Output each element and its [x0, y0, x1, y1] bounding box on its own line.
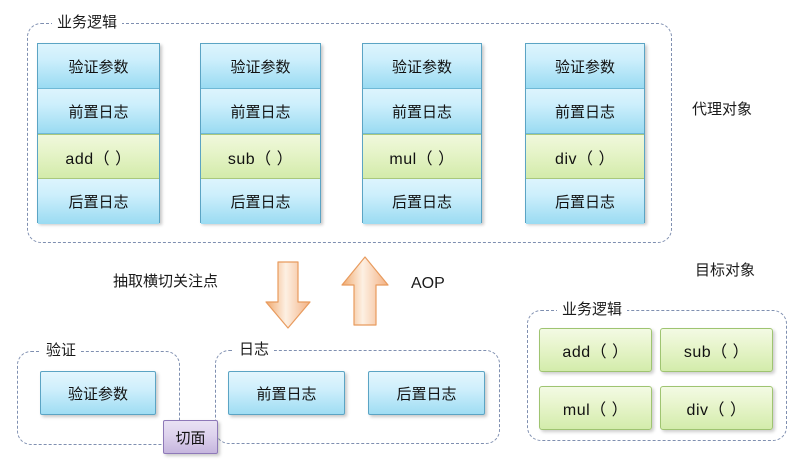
stack-cell-before-log: 前置日志: [38, 89, 159, 134]
aop-label: AOP: [411, 275, 445, 292]
proxy-object-group: [27, 23, 672, 243]
stack-cell-before-log: 前置日志: [201, 89, 320, 134]
stack-cell-validate: 验证参数: [201, 44, 320, 89]
stack-cell-method: div（ ）: [526, 134, 644, 179]
stack-cell-after-log: 后置日志: [38, 179, 159, 224]
stack-cell-method: add（ ）: [38, 134, 159, 179]
logging-group: [215, 350, 500, 444]
stack-cell-after-log: 后置日志: [201, 179, 320, 224]
aspect-chip-validate-params[interactable]: 验证参数: [40, 371, 156, 415]
stack-cell-after-log: 后置日志: [526, 179, 644, 224]
proxy-method-stack-add[interactable]: 验证参数 前置日志 add（ ） 后置日志: [37, 43, 160, 224]
target-business-logic-group: [527, 310, 787, 441]
aspect-badge[interactable]: 切面: [163, 420, 218, 454]
target-method-mul[interactable]: mul（ ）: [539, 386, 652, 430]
target-method-div[interactable]: div（ ）: [660, 386, 773, 430]
proxy-method-stack-mul[interactable]: 验证参数 前置日志 mul（ ） 后置日志: [362, 43, 482, 224]
aspect-chip-after-log[interactable]: 后置日志: [368, 371, 485, 415]
aspect-chip-before-log[interactable]: 前置日志: [228, 371, 345, 415]
up-arrow-icon: [340, 255, 392, 330]
proxy-method-stack-div[interactable]: 验证参数 前置日志 div（ ） 后置日志: [525, 43, 645, 224]
stack-cell-method: mul（ ）: [363, 134, 481, 179]
stack-cell-method: sub（ ）: [201, 134, 320, 179]
logging-group-label: 日志: [234, 342, 275, 358]
stack-cell-validate: 验证参数: [38, 44, 159, 89]
stack-cell-validate: 验证参数: [526, 44, 644, 89]
stack-cell-after-log: 后置日志: [363, 179, 481, 224]
stack-cell-before-log: 前置日志: [363, 89, 481, 134]
target-method-add[interactable]: add（ ）: [539, 328, 652, 372]
proxy-group-label: 业务逻辑: [52, 15, 123, 31]
stack-cell-validate: 验证参数: [363, 44, 481, 89]
proxy-object-side-label: 代理对象: [692, 101, 753, 118]
validation-group-label: 验证: [41, 343, 82, 359]
stack-cell-before-log: 前置日志: [526, 89, 644, 134]
target-group-label: 业务逻辑: [557, 302, 628, 318]
target-method-sub[interactable]: sub（ ）: [660, 328, 773, 372]
down-arrow-icon: [264, 261, 312, 333]
validation-group: [17, 351, 180, 445]
target-object-side-label: 目标对象: [695, 262, 756, 279]
extract-concerns-label: 抽取横切关注点: [113, 273, 219, 290]
proxy-method-stack-sub[interactable]: 验证参数 前置日志 sub（ ） 后置日志: [200, 43, 321, 224]
